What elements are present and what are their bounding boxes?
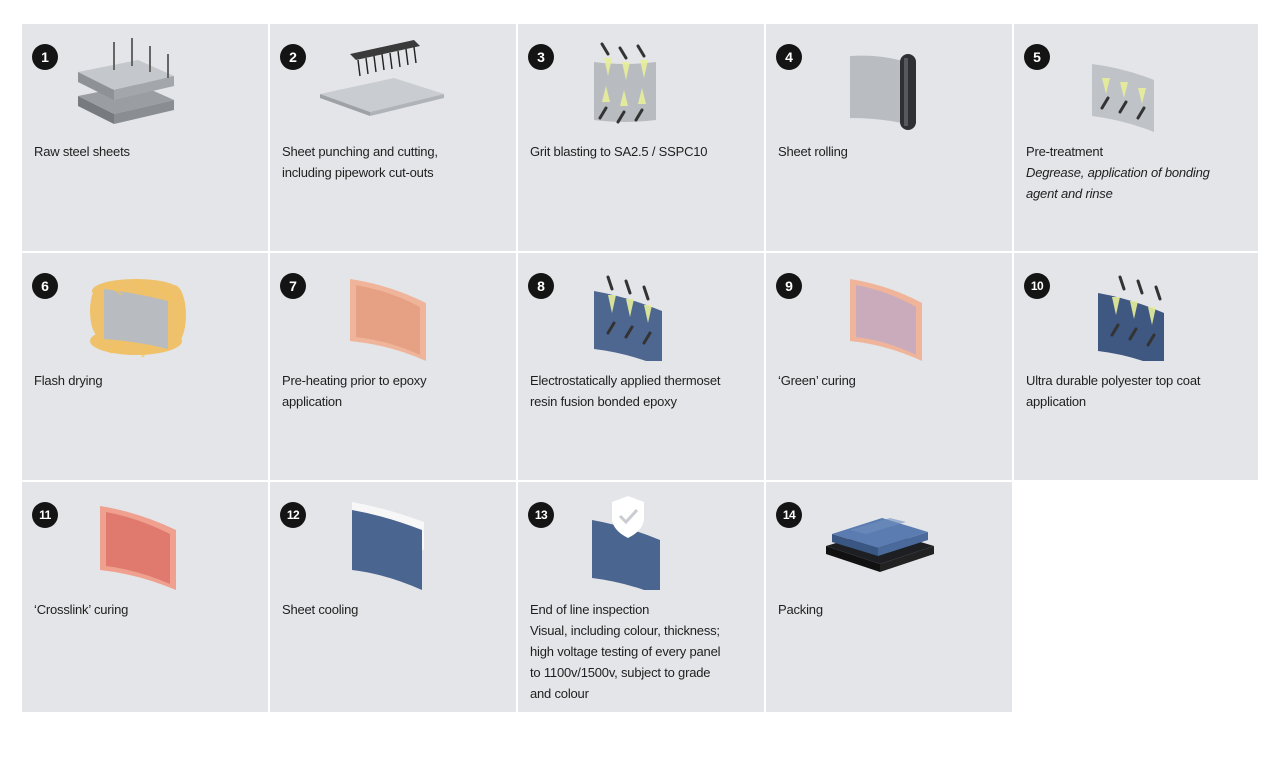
step-number-badge: 13	[528, 502, 554, 528]
step-card-10: 10 Ultra durable polyester top coat appl…	[1014, 253, 1258, 480]
pretreatment-icon	[1092, 64, 1154, 132]
step-card-2: 2 Sheet punching and cutting, including …	[270, 24, 516, 251]
step-caption: Electrostatically applied thermoset resi…	[530, 373, 721, 409]
step-number-badge: 5	[1024, 44, 1050, 70]
cooling-panel-icon	[352, 502, 424, 590]
step-card-7: 7 Pre-heating prior to epoxy application	[270, 253, 516, 480]
punching-icon	[320, 40, 444, 116]
step-number-badge: 3	[528, 44, 554, 70]
step-caption: Sheet punching and cutting, including pi…	[282, 144, 438, 180]
steel-sheets-icon	[78, 38, 174, 124]
step-number-badge: 1	[32, 44, 58, 70]
step-caption: Pre-treatment Degrease, application of b…	[1026, 144, 1210, 201]
step-card-1: 1 Raw steel sheets	[22, 24, 268, 251]
flash-drying-icon	[90, 278, 186, 358]
step-caption: End of line inspection Visual, including…	[530, 602, 721, 701]
step-number-badge: 8	[528, 273, 554, 299]
rolling-icon	[850, 54, 916, 130]
step-caption: Packing	[778, 602, 823, 617]
step-caption: Raw steel sheets	[34, 144, 130, 159]
step-caption: Flash drying	[34, 373, 103, 388]
grit-blast-icon	[594, 42, 656, 124]
step-number-badge: 9	[776, 273, 802, 299]
inspection-shield-icon	[592, 496, 660, 590]
step-card-12: 12 Sheet cooling	[270, 482, 516, 712]
step-caption: Grit blasting to SA2.5 / SSPC10	[530, 144, 708, 159]
step-caption: ‘Crosslink’ curing	[34, 602, 129, 617]
packing-crate-icon	[826, 518, 934, 572]
step-number-badge: 11	[32, 502, 58, 528]
step-caption: Pre-heating prior to epoxy application	[282, 373, 427, 409]
step-caption: ‘Green’ curing	[778, 373, 856, 388]
step-number-badge: 14	[776, 502, 802, 528]
step-card-4: 4 Sheet rolling	[766, 24, 1012, 251]
step-card-6: 6 Flash drying	[22, 253, 268, 480]
step-card-11: 11 ‘Crosslink’ curing	[22, 482, 268, 712]
step-card-3: 3 Grit blasting to SA2.5 / SSPC10	[518, 24, 764, 251]
green-cure-panel-icon	[850, 279, 922, 361]
step-number-badge: 10	[1024, 273, 1050, 299]
step-number-badge: 4	[776, 44, 802, 70]
step-number-badge: 6	[32, 273, 58, 299]
step-card-13: 13 End of line inspection Visual, includ…	[518, 482, 764, 712]
crosslink-cure-panel-icon	[100, 506, 176, 590]
step-card-14: 14 Packing	[766, 482, 1012, 712]
electrostatic-spray-icon	[594, 275, 662, 361]
step-caption: Sheet rolling	[778, 144, 848, 159]
step-number-badge: 2	[280, 44, 306, 70]
step-card-9: 9 ‘Green’ curing	[766, 253, 1012, 480]
step-caption: Ultra durable polyester top coat applica…	[1026, 373, 1201, 409]
preheat-panel-icon	[350, 279, 426, 361]
step-number-badge: 7	[280, 273, 306, 299]
step-caption: Sheet cooling	[282, 602, 359, 617]
topcoat-spray-icon	[1098, 275, 1164, 361]
step-number-badge: 12	[280, 502, 306, 528]
process-steps-grid: 1 Raw steel sheets 2	[22, 24, 1258, 712]
step-card-8: 8 Electrostatically applied thermoset re…	[518, 253, 764, 480]
step-card-5: 5 Pre-treatment Degrease, application of…	[1014, 24, 1258, 251]
